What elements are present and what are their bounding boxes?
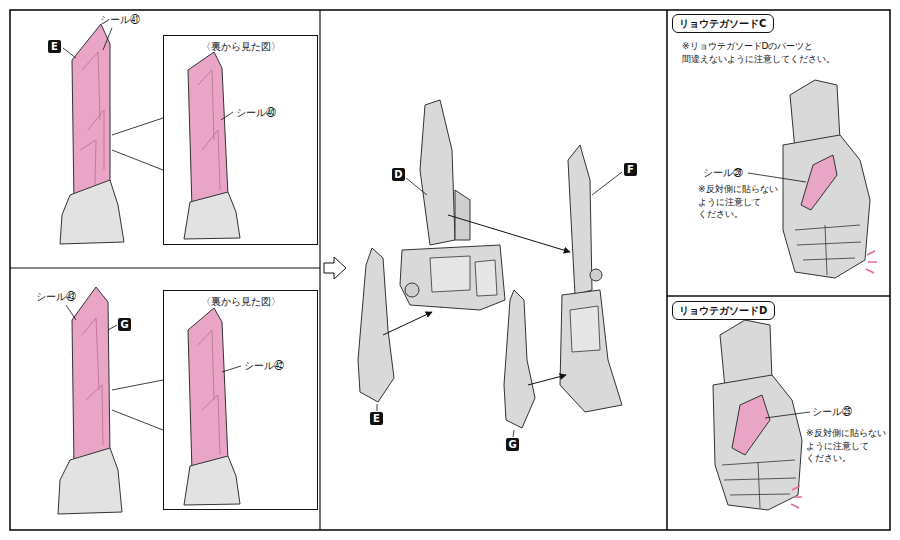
engraving (198, 330, 220, 455)
part-g (504, 290, 535, 428)
part-letter: F (624, 163, 637, 176)
part-detail (430, 256, 497, 296)
sticker-callout: シール㊷ (244, 359, 284, 373)
assembly-arrow (383, 312, 432, 335)
sticker-callout: シール㊸ (36, 290, 76, 304)
note-text: ※反対側に貼らない ように注意して ください。 (806, 427, 888, 465)
zoom-line (112, 410, 163, 430)
part-letter: E (370, 412, 383, 425)
pink-mark (866, 251, 877, 273)
leader-line (513, 430, 514, 437)
section-title: リョウテガソードD (672, 301, 775, 320)
part-letter-text: E (373, 413, 380, 424)
sticker-area (188, 52, 228, 208)
part-detail (590, 269, 602, 281)
leader-line (748, 173, 806, 182)
view-heading: 〈裏から見た図〉 (164, 296, 317, 309)
part-letter-text: G (508, 439, 516, 450)
part-e (358, 248, 394, 402)
sticker-area (732, 395, 770, 455)
part-letter-text: F (627, 164, 634, 175)
sticker-area (72, 287, 110, 468)
pink-mark (791, 486, 802, 508)
sticker-area (72, 24, 110, 205)
part-base (184, 456, 240, 505)
part-letter: E (48, 40, 61, 53)
sticker-callout: シール㉕ (812, 405, 852, 419)
fist-detail (722, 460, 796, 508)
part-letter: G (118, 318, 131, 331)
part-d (455, 190, 470, 240)
panel-divider (666, 10, 668, 530)
part-base (184, 192, 240, 239)
sword-hilt-c (783, 80, 877, 278)
sticker-callout: シール㉖ (703, 166, 743, 180)
assembly-arrow (528, 375, 566, 385)
engraving (198, 70, 220, 190)
part-letter-text: G (120, 319, 128, 330)
assembly-arrow (448, 215, 570, 252)
part-d (400, 245, 505, 310)
step-arrow (324, 257, 346, 279)
leader-line (222, 366, 241, 372)
hilt-body (783, 135, 870, 278)
part-letter: D (392, 168, 405, 181)
leader-line (221, 112, 233, 120)
leader-line (406, 178, 427, 195)
outer-frame (10, 10, 890, 530)
leader-line (66, 305, 76, 320)
hilt-body (713, 375, 802, 510)
leader-line (103, 28, 112, 50)
part-letter: G (506, 438, 519, 451)
note-text: ※リョウテガソードDのパーツと 間違えないように注意してください。 (682, 40, 864, 65)
fist-detail (795, 225, 861, 275)
leader-line (377, 404, 378, 411)
panel-divider (319, 10, 320, 530)
leader-line (63, 48, 76, 58)
section-title: リョウテガソードC (672, 14, 774, 33)
back-view-box: 〈裏から見た図〉シール㊵ (163, 35, 318, 245)
part-d (420, 100, 455, 245)
sticker-callout: シール㊵ (236, 106, 276, 120)
sticker-callout: シール㊶ (100, 13, 140, 27)
zoom-line (112, 380, 163, 390)
part-base (58, 448, 122, 514)
part-letter-text: D (394, 169, 402, 180)
zoom-line (112, 150, 163, 170)
sticker-area (801, 155, 837, 210)
title-text: リョウテガソードD (679, 305, 767, 316)
zoom-line (112, 118, 163, 135)
view-heading: 〈裏から見た図〉 (164, 41, 317, 54)
part-f (568, 145, 592, 295)
note-text: ※反対側に貼らない ように注意して ください。 (698, 183, 788, 221)
part-letter-text: E (51, 41, 58, 52)
part-detail (570, 306, 600, 352)
leader-line (108, 325, 117, 330)
engraving (80, 52, 104, 185)
part-detail (405, 283, 419, 297)
part-base (60, 180, 124, 244)
engraving (82, 318, 103, 445)
panel-divider (667, 295, 890, 297)
panel-divider (10, 267, 320, 268)
sticker-area (188, 308, 228, 472)
title-text: リョウテガソードC (679, 18, 766, 29)
back-view-box: 〈裏から見た図〉シール㊷ (163, 290, 318, 510)
leader-line (592, 172, 622, 195)
part-f (560, 290, 622, 412)
leader-line (765, 412, 810, 418)
